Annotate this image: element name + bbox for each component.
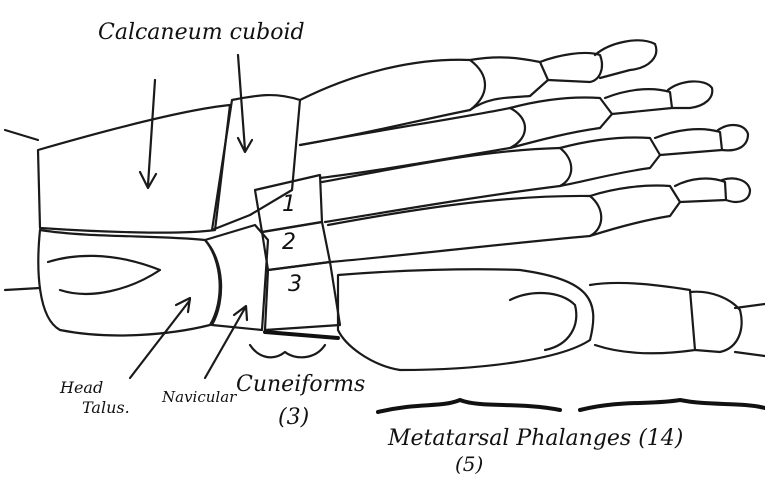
label-calcaneum-cuboid: Calcaneum cuboid bbox=[98, 20, 305, 45]
cuneiform-base-shade bbox=[265, 332, 338, 338]
metatarsal-5 bbox=[338, 269, 593, 370]
label-cuneiforms: Cuneiforms bbox=[236, 372, 365, 397]
calcaneum-bone bbox=[38, 105, 230, 233]
phalanx-1c bbox=[595, 40, 656, 78]
phalanx-1b bbox=[540, 53, 602, 82]
talus-inner-line bbox=[48, 256, 160, 294]
metatarsal-1 bbox=[300, 60, 485, 145]
leg-line-bottom bbox=[5, 288, 40, 290]
label-talus: Talus. bbox=[82, 398, 130, 417]
arrow-navicular bbox=[205, 306, 247, 378]
phalanx-4b bbox=[675, 179, 726, 202]
label-metatarsal-phalanges: Metatarsal Phalanges (14) bbox=[388, 426, 683, 451]
phalanx-5b bbox=[690, 292, 742, 352]
phalanx-2c bbox=[668, 81, 712, 108]
cuneiform-number-2: 2 bbox=[282, 230, 296, 255]
phalanx-5a bbox=[590, 283, 695, 353]
phalanx-2b bbox=[605, 89, 672, 114]
metatarsal-3 bbox=[322, 148, 571, 222]
label-metatarsal-count: (5) bbox=[455, 452, 483, 476]
label-head: Head bbox=[60, 378, 103, 397]
brace-metatarsal bbox=[378, 400, 560, 412]
label-cuneiforms-count: (3) bbox=[278, 405, 309, 430]
brace-phalanges bbox=[580, 400, 765, 410]
metatarsal-4 bbox=[328, 196, 601, 262]
arrow-calcaneum bbox=[140, 80, 156, 188]
cuneiform-number-1: 1 bbox=[282, 192, 296, 217]
leg-line-top bbox=[5, 130, 38, 140]
phalanx-4a bbox=[590, 185, 680, 236]
label-navicular: Navicular bbox=[162, 388, 236, 406]
arrow-cuboid bbox=[238, 55, 252, 152]
phalanx-3b bbox=[655, 129, 722, 155]
cuneiform-3 bbox=[265, 262, 340, 330]
arrow-head-talus bbox=[130, 298, 190, 378]
phalanx-3a bbox=[560, 137, 660, 186]
brace-cuneiforms bbox=[250, 345, 325, 357]
talus-bone bbox=[38, 230, 219, 335]
metatarsal-5-head-line bbox=[510, 293, 576, 350]
metatarsal-2 bbox=[300, 108, 525, 178]
cuneiform-number-3: 3 bbox=[288, 272, 302, 297]
